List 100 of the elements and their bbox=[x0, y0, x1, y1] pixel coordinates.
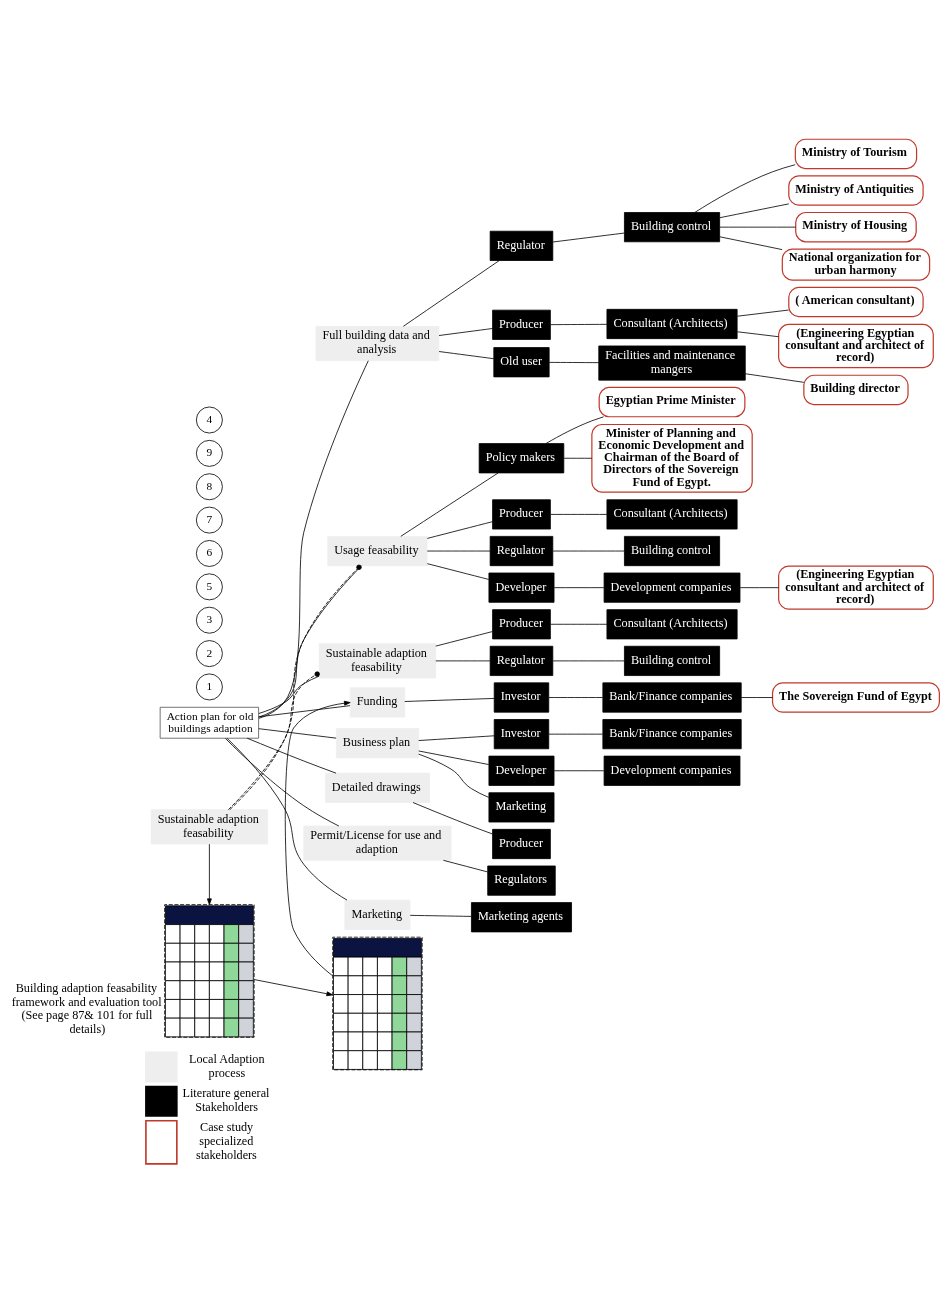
connector bbox=[550, 623, 608, 625]
node-box: Producer bbox=[492, 608, 551, 639]
connector bbox=[719, 202, 790, 218]
connector bbox=[226, 737, 348, 900]
node-box: Old user bbox=[493, 346, 550, 377]
node-box: Bank/Finance companies bbox=[602, 718, 742, 749]
connector bbox=[719, 226, 796, 228]
node-box: Investor bbox=[493, 681, 550, 713]
node-circle: 5 bbox=[195, 572, 223, 600]
node-circle: 4 bbox=[195, 406, 223, 433]
node-box: Regulator bbox=[489, 230, 554, 261]
legend-label: Case study specialized stakeholders bbox=[195, 1119, 257, 1162]
node-box: ( American consultant) bbox=[788, 286, 924, 317]
connector bbox=[736, 330, 779, 337]
node-box: (Engineering Egyptian consultant and architect of record) bbox=[778, 323, 934, 368]
node-box: Regulator bbox=[489, 535, 554, 566]
connector bbox=[418, 750, 490, 765]
node-box: Marketing bbox=[344, 899, 411, 930]
node-label: Building adaption feasability framework and evaluation tool (See page 87& 101 for full details) bbox=[11, 980, 162, 1036]
node-box: Funding bbox=[349, 686, 406, 717]
node-box: Building control bbox=[624, 211, 721, 242]
connector bbox=[258, 675, 320, 714]
node-box: Development companies bbox=[603, 572, 741, 603]
connector bbox=[246, 737, 337, 774]
connector bbox=[404, 697, 495, 702]
connector bbox=[438, 327, 493, 336]
node-circle: 7 bbox=[195, 506, 223, 534]
node-box: Ministry of Housing bbox=[795, 211, 917, 242]
arrow bbox=[284, 700, 351, 976]
connector bbox=[438, 350, 495, 359]
connector bbox=[550, 323, 608, 325]
node-box: Facilities and maintenance mangers bbox=[598, 345, 746, 381]
node-circle: 3 bbox=[195, 606, 223, 634]
connector bbox=[548, 361, 600, 363]
node-box: Marketing bbox=[488, 791, 555, 822]
connector bbox=[418, 753, 490, 798]
node-box: Building control bbox=[624, 535, 721, 566]
connector bbox=[426, 520, 493, 539]
legend-label: Literature general Stakeholders bbox=[182, 1085, 270, 1114]
arrow bbox=[253, 978, 333, 996]
node-box: Full building data and analysis bbox=[315, 325, 440, 361]
connector bbox=[258, 704, 351, 717]
connector bbox=[426, 550, 491, 551]
legend-label: Local Adaption process bbox=[189, 1051, 265, 1080]
node-box: National organization for urban harmony bbox=[781, 248, 931, 281]
connector bbox=[227, 670, 320, 810]
connector bbox=[548, 696, 604, 698]
node-box: Bank/Finance companies bbox=[602, 681, 742, 713]
connector bbox=[553, 586, 605, 588]
node-box: Consultant (Architects) bbox=[606, 498, 738, 529]
connector bbox=[563, 457, 593, 459]
connector bbox=[552, 550, 625, 551]
node-box: Investor bbox=[493, 718, 550, 749]
node-box: Developer bbox=[488, 572, 555, 603]
node-circle: 8 bbox=[195, 472, 223, 500]
connector bbox=[412, 801, 493, 834]
connector bbox=[552, 232, 625, 242]
node-box: Regulators bbox=[487, 865, 556, 896]
arrow bbox=[207, 843, 212, 905]
connector bbox=[443, 859, 488, 872]
node-box: Development companies bbox=[603, 755, 741, 786]
node-box: Sustainable adaption feasability bbox=[150, 808, 268, 844]
node-box: Consultant (Architects) bbox=[606, 608, 738, 639]
node-box: Usage feasability bbox=[327, 535, 428, 566]
node-box: Building director bbox=[803, 374, 909, 405]
node-box: Business plan bbox=[335, 727, 419, 758]
connector bbox=[545, 415, 604, 444]
connector bbox=[719, 235, 783, 250]
node-box: Marketing agents bbox=[471, 901, 572, 932]
node-box: Egyptian Prime Minister bbox=[598, 386, 746, 417]
connector bbox=[400, 472, 499, 537]
connector bbox=[409, 914, 472, 917]
connector bbox=[736, 309, 789, 317]
node-box: Building control bbox=[624, 645, 721, 676]
connector bbox=[258, 359, 369, 719]
connector bbox=[550, 513, 608, 515]
node-box: Action plan for old buildings adaption bbox=[159, 706, 260, 739]
node-box: Producer bbox=[492, 498, 551, 529]
connector bbox=[739, 586, 779, 588]
connector bbox=[402, 259, 500, 327]
connector bbox=[225, 737, 340, 826]
node-box: Sustainable adaption feasability bbox=[318, 642, 437, 678]
connector bbox=[745, 372, 805, 383]
node-box: Minister of Planning and Economic Development and Chairman of the Board of Directors of the Sovereign Fund of Egypt. bbox=[591, 423, 753, 493]
connector bbox=[258, 564, 362, 717]
node-circle: 1 bbox=[195, 673, 223, 700]
connector bbox=[435, 660, 491, 661]
connector bbox=[418, 734, 495, 741]
node-box: Consultant (Architects) bbox=[606, 308, 738, 339]
node-box: Regulator bbox=[489, 645, 554, 676]
connector bbox=[553, 769, 605, 771]
node-box: Permit/License for use and adaption bbox=[303, 825, 452, 861]
node-box: Producer bbox=[492, 828, 551, 859]
node-box: Producer bbox=[492, 309, 551, 340]
connector bbox=[552, 660, 625, 661]
node-box: Ministry of Tourism bbox=[794, 138, 918, 169]
node-box: Policy makers bbox=[478, 442, 565, 473]
node-box: (Engineering Egyptian consultant and architect of record) bbox=[778, 565, 934, 610]
node-box: The Sovereign Fund of Egypt bbox=[771, 681, 940, 713]
node-circle: 9 bbox=[195, 439, 223, 467]
